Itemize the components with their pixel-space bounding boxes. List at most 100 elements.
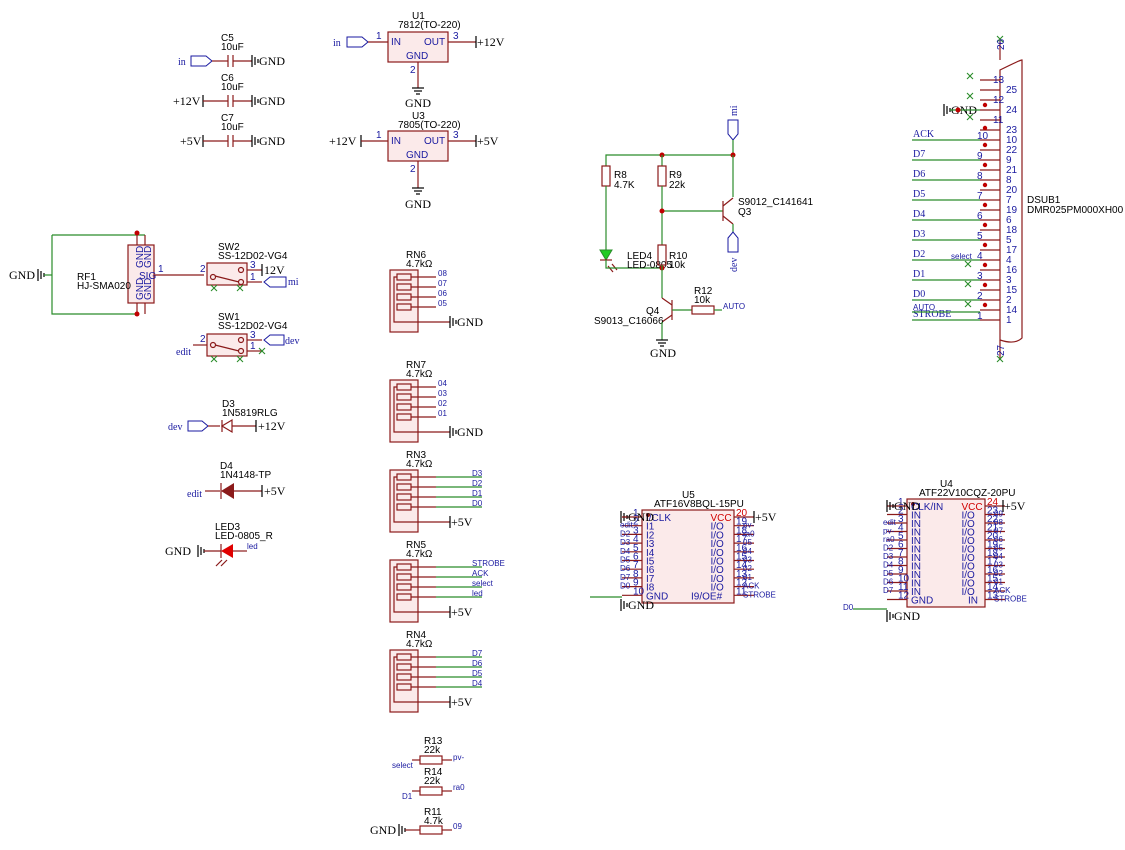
dsub-ref: DSUB1 — [1027, 195, 1061, 206]
rn3-net: D1 — [472, 489, 483, 498]
u5-group-pin-num: 12 — [736, 578, 748, 589]
u5-group-pin-num: 14 — [736, 560, 748, 571]
gnd-label: GND — [894, 499, 920, 513]
svg-text:dev: dev — [285, 336, 299, 347]
u4-group-pin-num: 13 — [987, 591, 999, 602]
capacitor-c6[interactable]: C6 10uF +12V GND — [173, 73, 285, 108]
c6-value: 10uF — [221, 82, 244, 93]
u4-group-pin-num: 24 — [987, 497, 999, 508]
rn5-pwr: +5V — [451, 605, 473, 619]
u5-group-pin-num: 19 — [736, 517, 748, 528]
transistor-circuit[interactable]: mi R8 4.7K R9 22k S9012_C141641 Q3 dev L… — [594, 105, 814, 360]
u5-group-pin-num: 8 — [633, 569, 639, 580]
u4-group-value: ATF22V10CQZ-20PU — [919, 488, 1016, 499]
dsub-pin: 17 — [1006, 245, 1018, 256]
dsub-pin: 10 — [1006, 135, 1018, 146]
switch-sw2[interactable]: SW2 SS-12D02-VG4 2 3 1 12V mi — [200, 242, 299, 292]
u5-group-pin-name: I/O — [711, 522, 725, 533]
dsub-pin: 5 — [1006, 235, 1012, 246]
led-led3[interactable]: LED3 LED-0805_R GND led — [165, 522, 273, 567]
regulator-u1[interactable]: U1 7812(TO-220) in 1 IN OUT GND 3 +12V 2… — [333, 11, 505, 110]
u4-group-pin-num: 16 — [987, 565, 999, 576]
svg-text:09: 09 — [453, 822, 462, 831]
u4-group-pin-name: IN — [911, 536, 921, 547]
capacitor-c7[interactable]: C7 10uF +5V GND — [180, 113, 285, 148]
svg-text:2: 2 — [410, 65, 416, 76]
u4-group-pin-name: I/O — [962, 545, 976, 556]
rn4-net: D6 — [472, 659, 483, 668]
u5-group-net: D7 — [620, 573, 631, 582]
line — [964, 300, 972, 308]
rn6-net: 07 — [438, 279, 447, 288]
rn7-ref: RN7 — [406, 360, 426, 371]
svg-text:1: 1 — [376, 31, 382, 42]
u4-group-net: edit — [883, 518, 897, 527]
u5-group-pin-num: 3 — [633, 525, 639, 536]
u5-group-pin-name: VCC — [711, 513, 732, 524]
diode-d4[interactable]: D4 1N4148-TP edit +5V — [187, 461, 286, 500]
resistor-r13[interactable]: R13 22k select pv- — [392, 736, 464, 770]
svg-text:3: 3 — [250, 260, 256, 271]
svg-text:3: 3 — [453, 130, 459, 141]
u1-net: in — [333, 38, 341, 49]
svg-text:LED3: LED3 — [215, 522, 240, 533]
u4-group-net: pv- — [883, 527, 894, 536]
u4-group-pin-name: I/O — [962, 570, 976, 581]
dsub-pin: 27 — [996, 344, 1007, 356]
rn4-net: D7 — [472, 649, 483, 658]
svg-text:R14: R14 — [424, 767, 443, 778]
dsub-shell — [999, 59, 1023, 343]
resistor-r11[interactable]: R11 4.7k GND 09 — [370, 807, 462, 837]
rn4-net: D5 — [472, 669, 483, 678]
svg-text:GND: GND — [143, 246, 154, 268]
resistor-r14[interactable]: R14 22k D1 ra0 — [402, 767, 465, 801]
u4-group-pin-num: 17 — [987, 557, 999, 568]
u4-group-pin-name: IN — [911, 579, 921, 590]
dsub-connector[interactable]: DSUB1DMR025PM000XH002627132512241123GNDA… — [912, 35, 1124, 363]
svg-text:select: select — [392, 761, 414, 770]
regulator-u3[interactable]: U3 7805(TO-220) +12V 1 IN OUT GND 3 +5V … — [329, 111, 499, 211]
u4-group-net: ACK — [994, 586, 1011, 595]
capacitor-c5[interactable]: C5 10uF in GND — [178, 33, 285, 68]
svg-text:3: 3 — [250, 330, 256, 341]
rn7-net: 04 — [438, 379, 447, 388]
switch-sw1[interactable]: SW1 SS-12D02-VG4 edit 2 3 1 dev — [176, 312, 299, 363]
dsub-pin: 13 — [993, 75, 1005, 86]
u5-group-pin-name: I/O — [711, 583, 725, 594]
svg-text:2: 2 — [410, 164, 416, 175]
u5-group-net: 02 — [743, 564, 752, 573]
circle — [955, 107, 961, 113]
svg-text:R8: R8 — [614, 170, 627, 181]
dsub-net: D4 — [913, 209, 925, 220]
svg-text:R12: R12 — [694, 286, 713, 297]
svg-text:edit: edit — [176, 347, 191, 358]
u4-group-pin-name: I/O — [962, 553, 976, 564]
diode-d3[interactable]: D3 1N5819RLG dev +12V — [168, 399, 286, 434]
dsub-pin: 9 — [1006, 155, 1012, 166]
svg-text:22k: 22k — [424, 776, 441, 787]
rn7-net: 01 — [438, 409, 447, 418]
u5-group-net: 04 — [743, 547, 752, 556]
svg-text:ra0: ra0 — [453, 783, 465, 792]
dsub-net: D0 — [913, 289, 925, 300]
sma-connector-rf1[interactable]: GND RF1 HJ-SMA020 SIG GND GND GND GND 1 — [9, 230, 204, 317]
u5-group-pin-name: I5 — [646, 557, 655, 568]
u3-value: 7805(TO-220) — [398, 120, 461, 131]
rn4-value: 4.7kΩ — [406, 639, 433, 650]
u5-group-pin-num: 10 — [633, 586, 645, 597]
svg-text:S9012_C141641: S9012_C141641 — [738, 197, 814, 208]
u4-group-pin-name: IN — [911, 528, 921, 539]
dsub-pin: 14 — [1006, 305, 1018, 316]
u4-group-pin-num: 23 — [987, 506, 999, 517]
u4-group-pin-name: IN — [911, 570, 921, 581]
c5-ref: C5 — [221, 33, 234, 44]
u5-group-pin-num: 5 — [633, 543, 639, 554]
line — [966, 113, 974, 121]
